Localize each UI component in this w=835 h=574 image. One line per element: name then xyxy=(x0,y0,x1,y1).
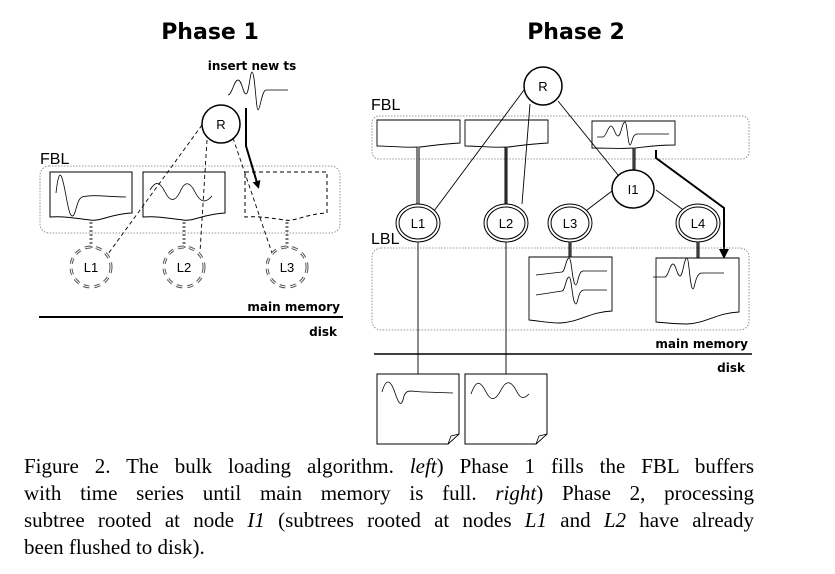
insert-new-ts-label: insert new ts xyxy=(208,59,297,73)
caption-italic-text: right xyxy=(495,481,537,505)
phase2-lbl-label: LBL xyxy=(371,231,400,248)
caption-line: with time series until main memory is fu… xyxy=(24,480,754,507)
phase1-fbl-container xyxy=(39,165,341,234)
svg-text:R: R xyxy=(216,117,225,132)
phase2-fbl-label: FBL xyxy=(371,97,400,114)
phase2-fbl-buffer-1 xyxy=(376,119,461,148)
caption-italic-text: left xyxy=(409,454,437,478)
phase2-edge-i1-l4 xyxy=(655,189,683,210)
svg-text:I1: I1 xyxy=(628,182,639,197)
phase2-disk-label: disk xyxy=(717,361,746,375)
phase2-main-memory-label: main memory xyxy=(655,337,748,351)
phase1-root-node: R xyxy=(201,104,241,144)
phase1-fbl-buffer-3-empty xyxy=(244,171,328,221)
caption-text: and xyxy=(546,508,604,532)
svg-text:L3: L3 xyxy=(280,260,294,275)
caption-text: been flushed to disk). xyxy=(24,535,205,559)
svg-text:L1: L1 xyxy=(411,216,425,231)
phase2-disk-page-l2 xyxy=(464,373,548,445)
phase2-title: Phase 2 xyxy=(527,20,625,45)
phase2-leaf-l1: L1 xyxy=(395,203,441,243)
phase1-panel: Phase 1 insert new ts FBL R xyxy=(39,20,343,339)
phase2-edge-r-i1 xyxy=(557,100,619,176)
phase1-edge-r-l3 xyxy=(232,137,273,254)
phase2-leaf-l3: L3 xyxy=(547,203,593,243)
phase2-root-node: R xyxy=(523,66,563,106)
caption-text: subtree rooted at node xyxy=(24,508,248,532)
phase2-leaf-l4: L4 xyxy=(675,203,721,243)
phase1-leaf-l1: L1 xyxy=(69,245,113,289)
phase1-leaf-l2: L2 xyxy=(162,245,206,289)
caption-text: Figure 2. The bulk loading algorithm. xyxy=(24,454,410,478)
phase1-buffer-1-ts xyxy=(55,174,127,217)
svg-text:L1: L1 xyxy=(84,260,98,275)
phase2-lbl-buffer-l4 xyxy=(655,257,740,325)
phase2-edge-i1-l3 xyxy=(586,190,613,211)
phase1-leaf-l3: L3 xyxy=(265,245,309,289)
caption-text: have already xyxy=(626,508,754,532)
caption-text: ) Phase 1 fills the FBL buffers xyxy=(436,454,755,478)
phase2-edge-r-l2 xyxy=(521,103,531,205)
phase2-fbl-container xyxy=(371,115,750,160)
phase1-main-memory-label: main memory xyxy=(247,300,340,314)
phase2-lbl-container xyxy=(371,247,750,331)
phase2-internal-node-i1: I1 xyxy=(611,169,655,209)
caption-italic-text: L2 xyxy=(603,508,627,532)
phase1-insert-arrow xyxy=(245,108,261,189)
phase2-fbl-buffer-2 xyxy=(464,119,549,148)
phase2-lbl-buffer-l3-ts-2 xyxy=(535,276,607,305)
svg-text:L4: L4 xyxy=(691,216,705,231)
caption-italic-text: L1 xyxy=(524,508,547,532)
phase1-fbl-buffer-2 xyxy=(142,171,226,221)
svg-text:R: R xyxy=(538,79,547,94)
bulk-loading-diagram: Phase 1 insert new ts FBL R xyxy=(39,20,752,445)
caption-line: been flushed to disk). xyxy=(24,534,754,561)
phase1-disk-label: disk xyxy=(309,325,338,339)
phase1-edge-r-l2 xyxy=(199,139,208,253)
incoming-time-series xyxy=(227,71,288,111)
phase2-leaf-l2: L2 xyxy=(483,203,529,243)
caption-text: with time series until main memory is fu… xyxy=(24,481,496,505)
phase1-edge-r-l1 xyxy=(107,124,203,255)
caption-line: subtree rooted at node I1 (subtrees root… xyxy=(24,507,754,534)
phase1-fbl-label: FBL xyxy=(40,151,69,168)
phase2-panel: Phase 2 FBL R xyxy=(371,20,752,445)
phase2-lbl-buffer-l4-ts xyxy=(653,257,724,290)
phase2-lbl-buffer-l3-ts-1 xyxy=(535,257,607,286)
caption-text: (subtrees rooted at nodes xyxy=(264,508,525,532)
phase2-disk-page-l1 xyxy=(376,373,460,445)
phase1-buffer-2-ts xyxy=(149,183,213,202)
phase1-title: Phase 1 xyxy=(161,20,259,45)
caption-text: ) Phase 2, processing xyxy=(536,481,754,505)
phase2-flush-arrow xyxy=(655,150,729,259)
phase2-buffer-3-ts xyxy=(597,121,669,146)
caption-italic-text: I1 xyxy=(247,508,265,532)
svg-text:L2: L2 xyxy=(499,216,513,231)
caption-line: Figure 2. The bulk loading algorithm. le… xyxy=(24,453,754,480)
svg-text:L2: L2 xyxy=(177,260,191,275)
phase2-fbl-buffer-3 xyxy=(591,120,676,149)
phase2-edge-r-l1 xyxy=(433,85,528,212)
figure-caption: Figure 2. The bulk loading algorithm. le… xyxy=(24,453,754,561)
svg-text:L3: L3 xyxy=(563,216,577,231)
